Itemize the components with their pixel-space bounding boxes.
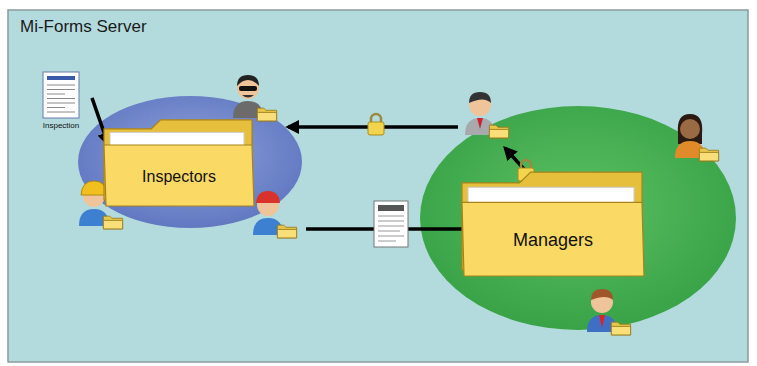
person-icon [587, 289, 631, 335]
folder-label: Managers [460, 230, 646, 251]
group-folder: Managers [460, 170, 646, 278]
document-label: Inspection [32, 121, 90, 130]
form-document: Inspection [32, 70, 90, 132]
lock-icon [368, 114, 384, 135]
person-icon [252, 191, 297, 238]
inspectors-group [78, 96, 302, 228]
form-document [374, 201, 408, 247]
folder-icon [460, 170, 646, 278]
person-icon [233, 75, 277, 121]
person-icon [465, 92, 509, 138]
folder-icon [102, 118, 256, 208]
folder-label: Inspectors [102, 168, 256, 186]
server-title: Mi-Forms Server [20, 17, 147, 37]
person-icon [675, 114, 719, 161]
group-folder: Inspectors [102, 118, 256, 208]
server-panel [8, 10, 748, 362]
managers-group [420, 106, 736, 330]
